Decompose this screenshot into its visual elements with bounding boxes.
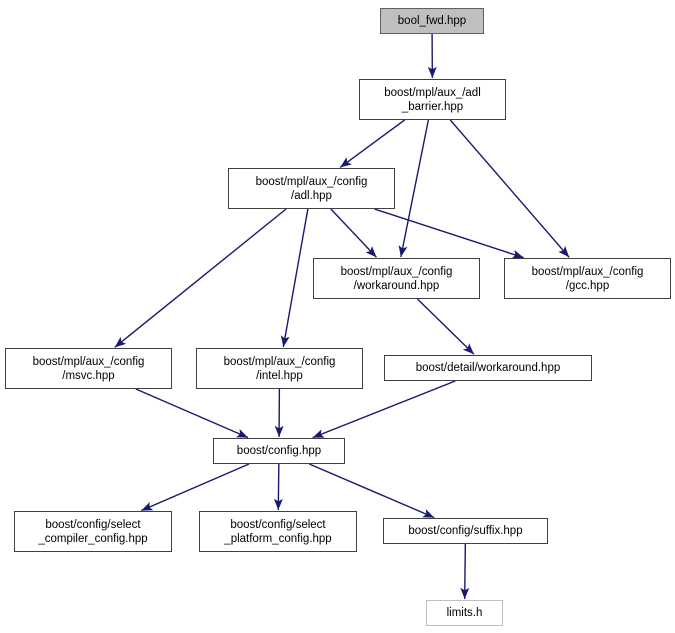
graph-node-boost_config[interactable]: boost/config.hpp bbox=[213, 438, 345, 464]
graph-node-label: limits.h bbox=[446, 607, 483, 619]
graph-edge-config_msvc-to-boost_config bbox=[135, 388, 249, 439]
graph-edge-adl_barrier-to-config_workaround bbox=[398, 119, 430, 258]
graph-node-label: boost/mpl/aux_/config /intel.hpp bbox=[223, 355, 336, 382]
graph-node-select_platform[interactable]: boost/config/select _platform_config.hpp bbox=[199, 511, 357, 552]
graph-node-detail_workaround[interactable]: boost/detail/workaround.hpp bbox=[384, 355, 592, 381]
graph-node-config_workaround[interactable]: boost/mpl/aux_/config /workaround.hpp bbox=[313, 258, 480, 299]
graph-edge-config_adl-to-config_msvc bbox=[114, 208, 287, 348]
graph-node-config_intel[interactable]: boost/mpl/aux_/config /intel.hpp bbox=[196, 348, 363, 389]
graph-node-bool_fwd[interactable]: bool_fwd.hpp bbox=[380, 8, 484, 34]
graph-edge-adl_barrier-to-config_gcc bbox=[449, 119, 570, 258]
graph-edge-config_workaround-to-detail_workaround bbox=[416, 298, 475, 355]
graph-node-config_adl[interactable]: boost/mpl/aux_/config /adl.hpp bbox=[228, 168, 395, 209]
graph-node-label: bool_fwd.hpp bbox=[397, 15, 467, 27]
graph-node-label: boost/mpl/aux_/config /msvc.hpp bbox=[32, 355, 145, 382]
graph-node-label: boost/config/suffix.hpp bbox=[408, 525, 523, 537]
graph-node-config_suffix[interactable]: boost/config/suffix.hpp bbox=[383, 518, 548, 544]
graph-edge-boost_config-to-config_suffix bbox=[309, 463, 435, 519]
graph-edge-config_adl-to-config_intel bbox=[280, 208, 309, 348]
graph-edge-detail_workaround-to-boost_config bbox=[312, 380, 456, 439]
graph-node-label: boost/config/select _platform_config.hpp bbox=[224, 518, 332, 545]
graph-node-adl_barrier[interactable]: boost/mpl/aux_/adl _barrier.hpp bbox=[359, 79, 506, 120]
graph-node-label: boost/mpl/aux_/config /gcc.hpp bbox=[531, 265, 644, 292]
graph-edge-config_adl-to-config_gcc bbox=[374, 208, 524, 259]
graph-node-select_compiler[interactable]: boost/config/select _compiler_config.hpp bbox=[14, 511, 172, 552]
graph-node-label: boost/config/select _compiler_config.hpp bbox=[38, 518, 148, 545]
graph-edge-config_suffix-to-limits_h bbox=[460, 543, 470, 600]
graph-edge-adl_barrier-to-config_adl bbox=[339, 119, 406, 168]
graph-node-label: boost/config.hpp bbox=[236, 445, 322, 457]
graph-node-label: boost/mpl/aux_/adl _barrier.hpp bbox=[384, 86, 481, 113]
graph-node-limits_h[interactable]: limits.h bbox=[426, 600, 503, 626]
graph-edge-boost_config-to-select_compiler bbox=[141, 463, 250, 512]
graph-edge-boost_config-to-select_platform bbox=[273, 463, 283, 511]
graph-node-config_gcc[interactable]: boost/mpl/aux_/config /gcc.hpp bbox=[504, 258, 671, 299]
graph-node-label: boost/mpl/aux_/config /workaround.hpp bbox=[340, 265, 453, 292]
graph-edge-config_adl-to-config_workaround bbox=[330, 208, 377, 258]
graph-node-config_msvc[interactable]: boost/mpl/aux_/config /msvc.hpp bbox=[5, 348, 172, 389]
graph-node-label: boost/mpl/aux_/config /adl.hpp bbox=[255, 175, 368, 202]
graph-node-label: boost/detail/workaround.hpp bbox=[415, 362, 561, 374]
